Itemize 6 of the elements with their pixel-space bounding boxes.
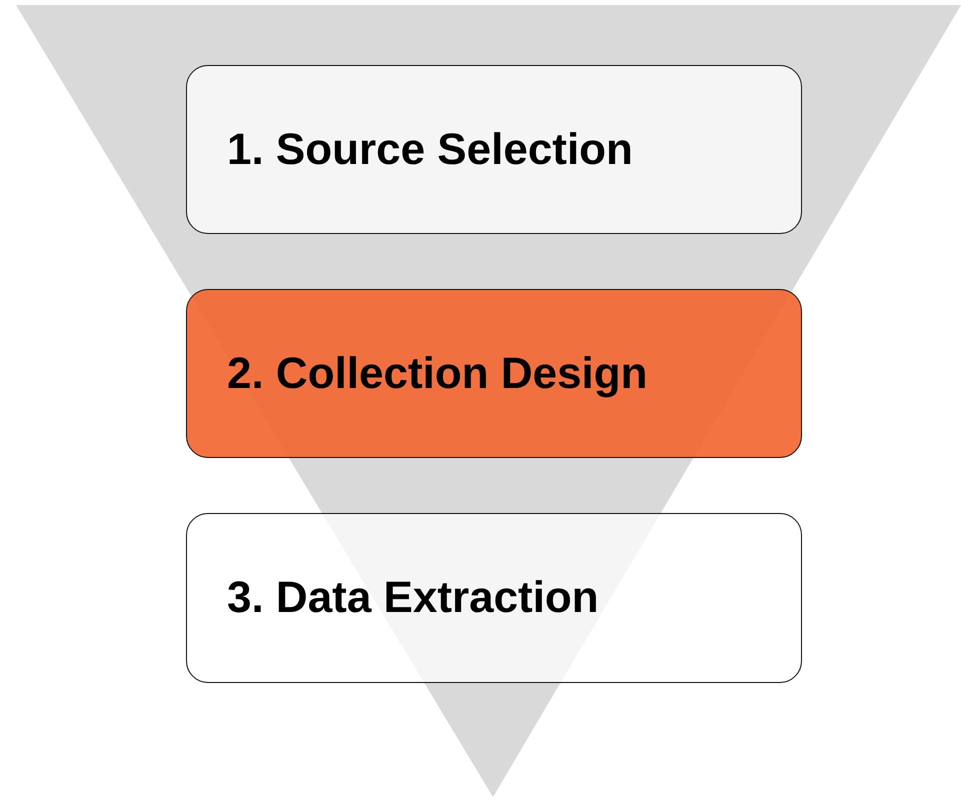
stage-title: 2. Collection Design <box>227 348 648 398</box>
stage-box <box>186 289 802 458</box>
stage-box <box>186 513 802 683</box>
stage-box <box>186 65 802 234</box>
stage-title: 1. Source Selection <box>227 124 633 174</box>
stage-title: 3. Data Extraction <box>227 573 599 623</box>
